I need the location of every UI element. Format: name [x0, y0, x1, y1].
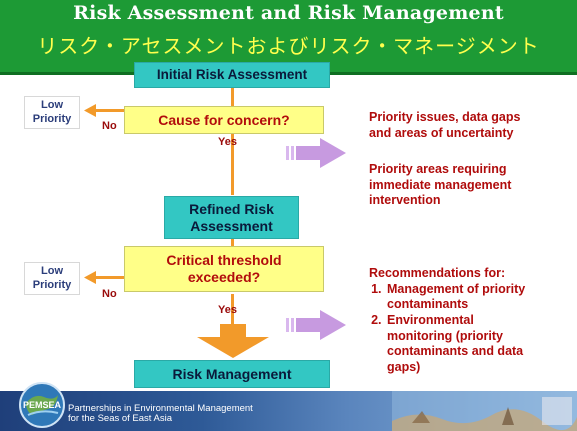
- critical-line2: exceeded?: [187, 269, 261, 285]
- rec-item-2-line1: Environmental: [387, 312, 474, 327]
- footer-line2: for the Seas of East Asia: [68, 413, 173, 425]
- box-cause-for-concern: Cause for concern?: [124, 106, 324, 134]
- title-english: Risk Assessment and Risk Management: [73, 2, 504, 24]
- note-priority-areas-line2: immediate management: [369, 177, 512, 192]
- refined-line1: Refined Risk: [189, 200, 274, 217]
- critical-line1: Critical threshold: [166, 252, 282, 269]
- rec-item-2-line3: contaminants and data: [387, 344, 524, 359]
- box-refined-risk-assessment: Refined Risk Assessment: [164, 196, 299, 239]
- rec-item-2-line2: monitoring (priority: [387, 328, 503, 343]
- label-no-2: No: [102, 288, 117, 300]
- label-yes-2: Yes: [218, 304, 237, 316]
- note-recommendations: Recommendations for: Management of prior…: [369, 266, 569, 375]
- box-risk-management: Risk Management: [134, 360, 330, 388]
- note-priority-issues: Priority issues, data gaps and areas of …: [369, 110, 520, 141]
- low1-line2: Priority: [32, 112, 72, 125]
- note-priority-issues-line2: and areas of uncertainty: [369, 125, 514, 140]
- management-label: Risk Management: [172, 365, 292, 382]
- footer-photo-strip: [392, 391, 577, 431]
- purple-arrow-1: [286, 138, 346, 168]
- rec-item-1: Management of priority contaminants: [385, 282, 569, 313]
- refined-line2: Assessment: [190, 217, 273, 234]
- box-low-priority-2: Low Priority: [24, 262, 80, 295]
- low1-line1: Low: [41, 99, 63, 112]
- note-priority-areas-line3: intervention: [369, 193, 441, 208]
- low2-line1: Low: [41, 265, 63, 278]
- pemsea-globe-logo: [19, 382, 65, 428]
- no-arrow-1-head: [84, 104, 96, 117]
- box-low-priority-1: Low Priority: [24, 96, 80, 129]
- note-priority-areas-line1: Priority areas requiring: [369, 162, 507, 176]
- purple-arrow-2: [286, 310, 346, 340]
- down-arrow-to-management: [197, 324, 269, 358]
- connector-cause-to-refined: [231, 133, 234, 195]
- connector-initial-to-cause: [231, 87, 234, 107]
- initial-label: Initial Risk Assessment: [156, 66, 308, 82]
- low2-line2: Priority: [32, 278, 72, 291]
- no-arrow-1-line: [94, 109, 124, 112]
- rec-item-2-line4: gaps): [387, 359, 421, 374]
- recs-heading: Recommendations for:: [369, 266, 506, 280]
- footer-tagline: Partnerships in Environmental Management…: [68, 403, 253, 425]
- rec-item-2: Environmental monitoring (priority conta…: [385, 313, 569, 376]
- note-priority-areas: Priority areas requiring immediate manag…: [369, 162, 511, 209]
- rec-item-1-line1: Management of priority: [387, 281, 526, 296]
- recs-list: Management of priority contaminants Envi…: [369, 282, 569, 376]
- connector-critical-to-management: [231, 294, 234, 330]
- note-priority-issues-line1: Priority issues, data gaps: [369, 110, 521, 124]
- no-arrow-2-line: [94, 276, 124, 279]
- footer-line1: Partnerships in Environmental Management: [68, 403, 253, 414]
- cause-label: Cause for concern?: [158, 111, 290, 128]
- label-yes-1: Yes: [218, 136, 237, 148]
- rec-item-1-line2: contaminants: [387, 297, 469, 312]
- title-japanese: リスク・アセスメントおよびリスク・マネージメント: [37, 34, 540, 58]
- box-critical-threshold: Critical threshold exceeded?: [124, 246, 324, 292]
- no-arrow-2-head: [84, 271, 96, 284]
- box-initial-risk-assessment: Initial Risk Assessment: [134, 62, 330, 88]
- label-no-1: No: [102, 120, 117, 132]
- pemsea-logo-text: PEMSEA: [22, 400, 61, 410]
- connector-refined-to-critical: [231, 238, 234, 248]
